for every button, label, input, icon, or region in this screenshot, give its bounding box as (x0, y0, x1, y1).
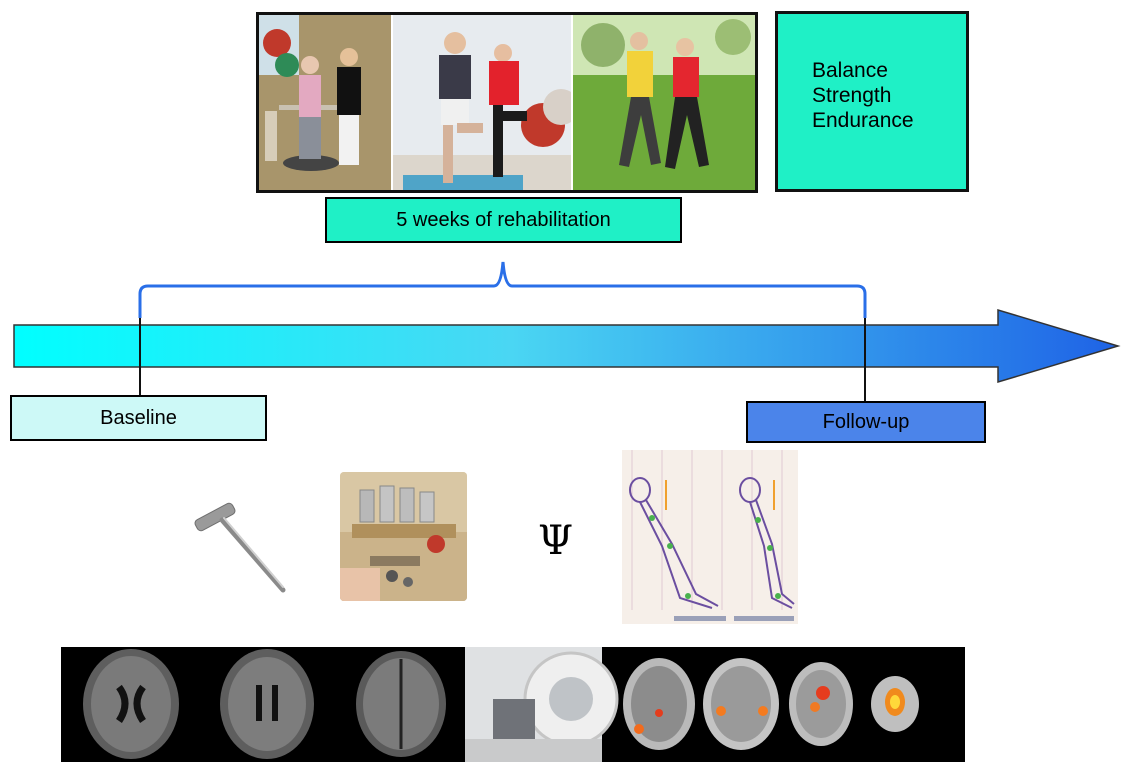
fmri-activation-4 (871, 676, 919, 732)
fmri-activation-2 (703, 658, 779, 750)
mri-scanner-photo (465, 647, 619, 762)
training-components-box: Balance Strength Endurance (775, 11, 969, 192)
skill-strength: Strength (812, 84, 892, 107)
baseline-label: Baseline (10, 395, 267, 441)
mri-axial-slice-2 (220, 649, 314, 759)
fmri-activation-3 (789, 662, 853, 746)
gait-analysis-image (622, 450, 798, 624)
rehabilitation-bracket (138, 261, 867, 318)
mri-axial-slice-3 (356, 651, 446, 757)
neuroimaging-strip (61, 647, 965, 762)
skill-balance: Balance (812, 59, 888, 82)
trampoline-balance-photo (259, 15, 391, 190)
skill-endurance: Endurance (812, 109, 914, 132)
single-leg-stance-photo (391, 15, 573, 190)
timeline-arrow (13, 308, 1121, 384)
rehabilitation-photo-strip (256, 12, 758, 193)
psychology-symbol: Ψ (538, 518, 574, 564)
followup-label: Follow-up (746, 401, 986, 443)
rehabilitation-duration-label: 5 weeks of rehabilitation (325, 197, 682, 243)
mri-axial-slice-1 (83, 649, 179, 759)
outdoor-walking-photo (573, 15, 755, 190)
fmri-activation-1 (623, 658, 695, 750)
pegboard-dexterity-photo (340, 472, 467, 601)
